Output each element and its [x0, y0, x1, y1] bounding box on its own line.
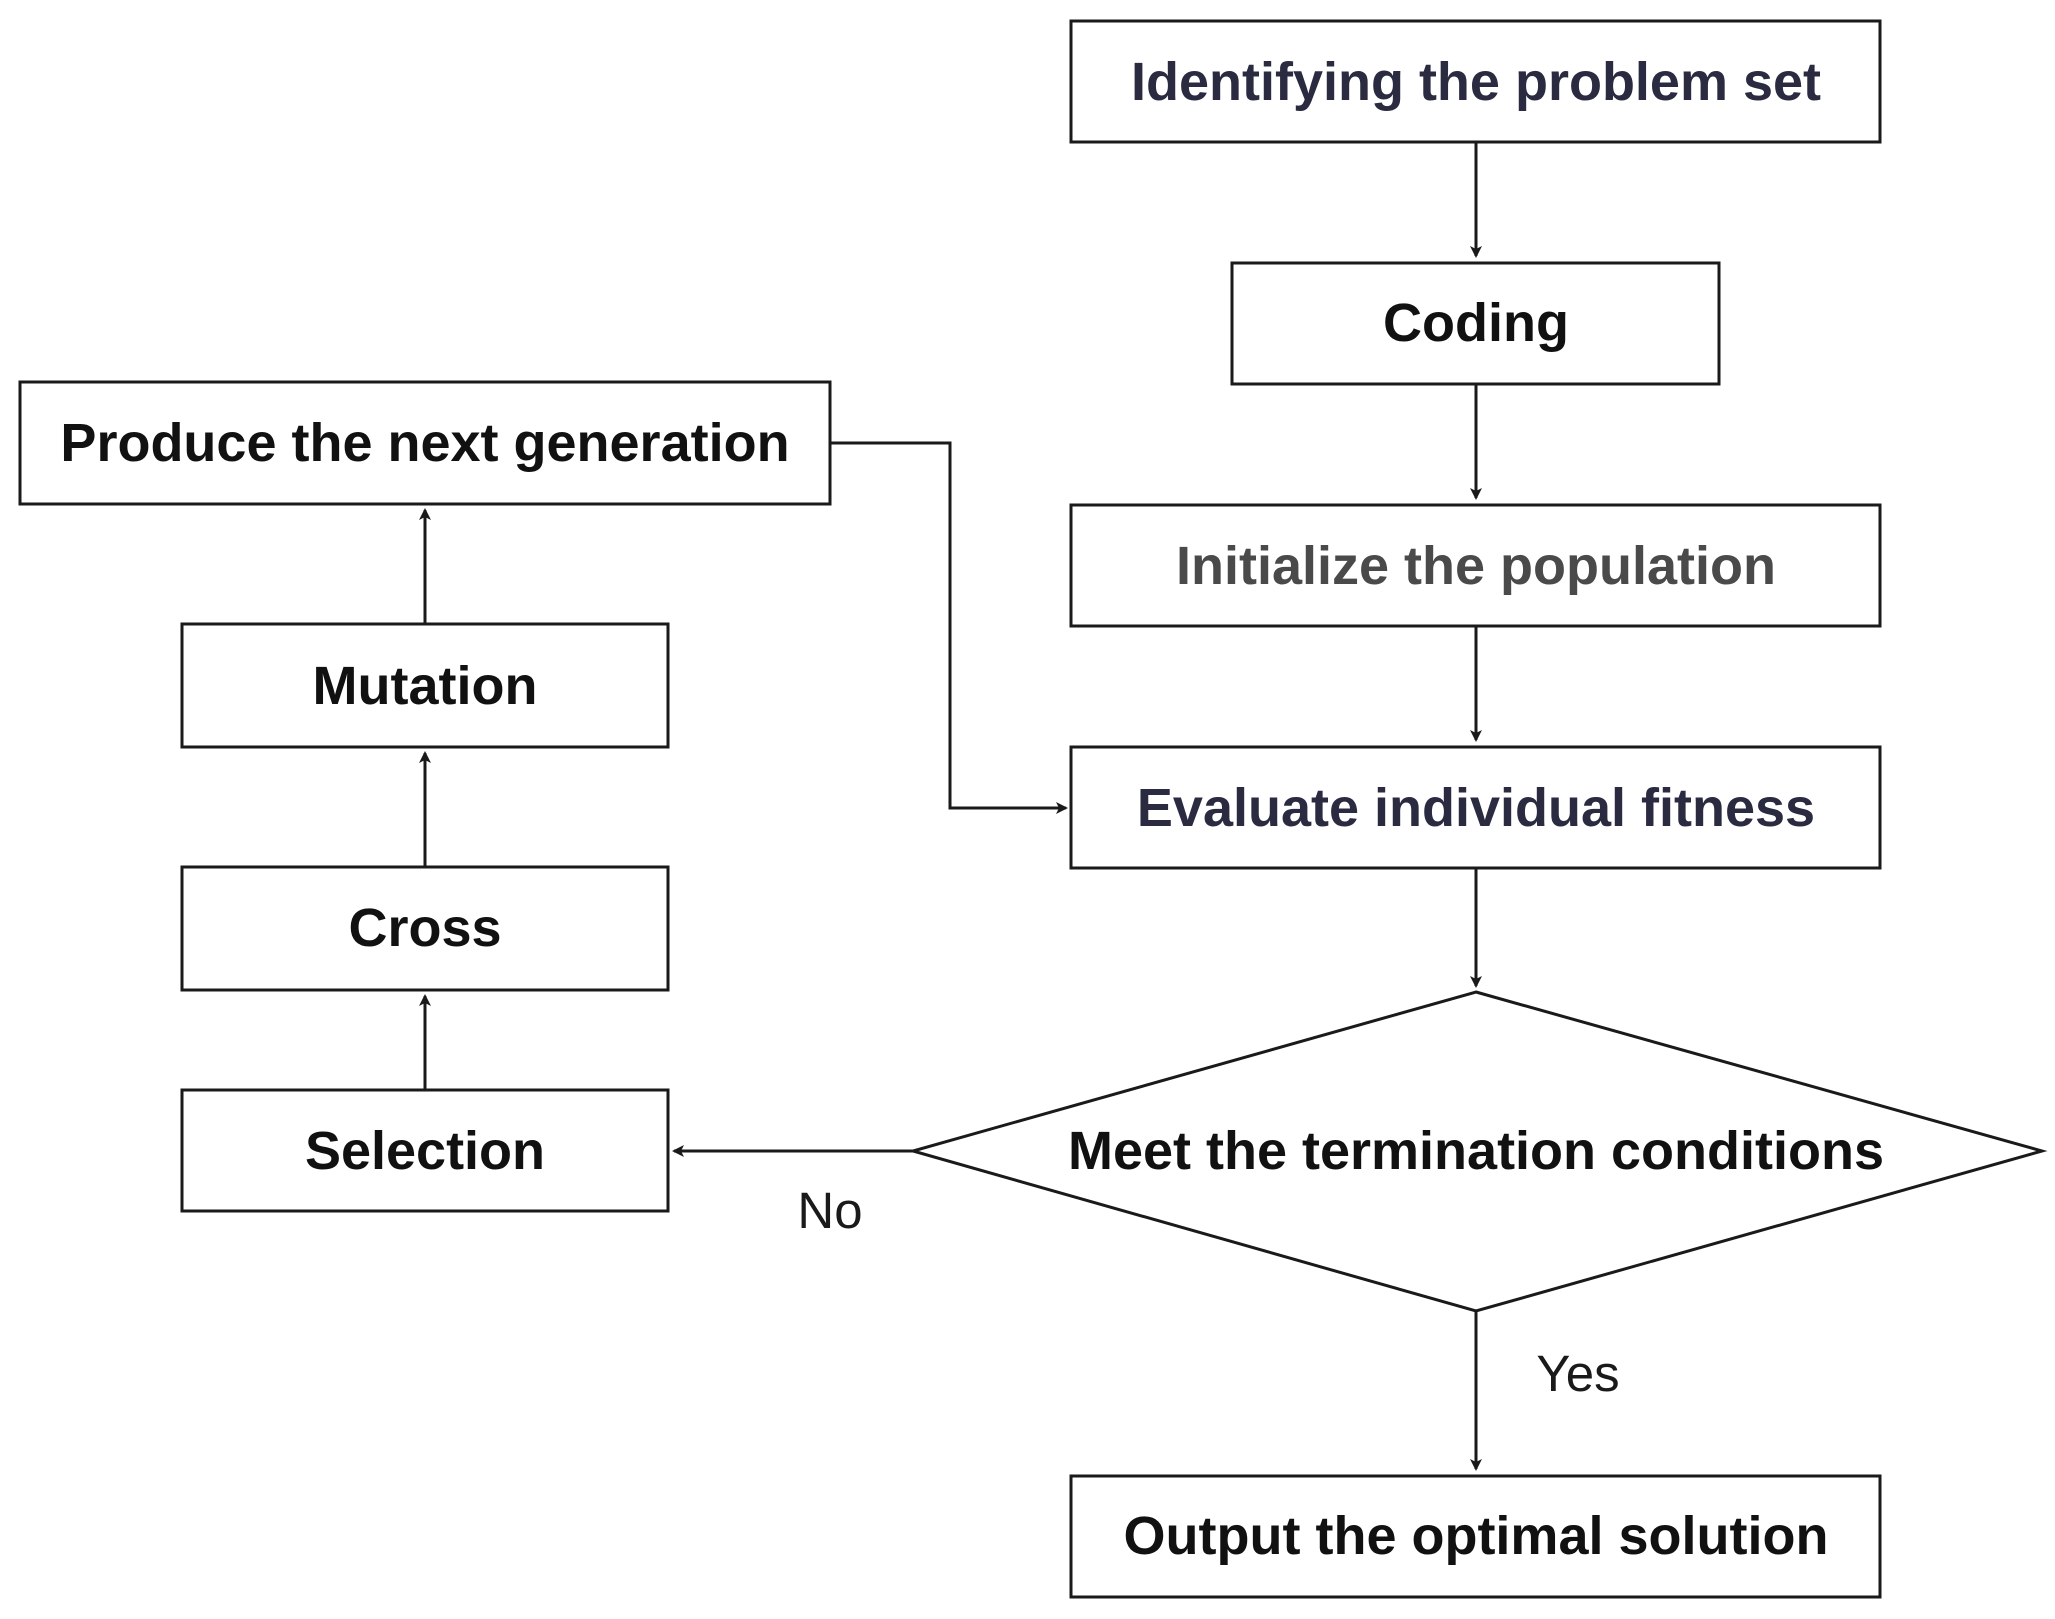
label-produce: Produce the next generation [60, 413, 789, 473]
box-produce [18, 380, 832, 506]
label-init: Initialize the population [1176, 536, 1776, 596]
label-evaluate: Evaluate individual fitness [1137, 778, 1815, 838]
box-coding [1230, 261, 1721, 386]
edge-label-no: No [797, 1182, 862, 1239]
box-evaluate [1069, 745, 1882, 870]
box-mutation [180, 622, 670, 749]
edge-label-yes: Yes [1536, 1345, 1619, 1402]
box-init [1069, 503, 1882, 628]
box-cross [180, 865, 670, 992]
label-cross: Cross [348, 898, 501, 958]
box-selection [180, 1088, 670, 1213]
label-output: Output the optimal solution [1124, 1506, 1829, 1566]
box-identify [1069, 19, 1882, 144]
label-mutation: Mutation [313, 656, 538, 716]
label-decision: Meet the termination conditions [1068, 1121, 1884, 1181]
label-identify: Identifying the problem set [1131, 52, 1821, 112]
decision-diamond [907, 990, 2048, 1313]
box-output [1069, 1474, 1882, 1599]
edge-produce-to-evaluate [830, 441, 1068, 814]
label-selection: Selection [305, 1121, 545, 1181]
label-coding: Coding [1383, 293, 1569, 353]
